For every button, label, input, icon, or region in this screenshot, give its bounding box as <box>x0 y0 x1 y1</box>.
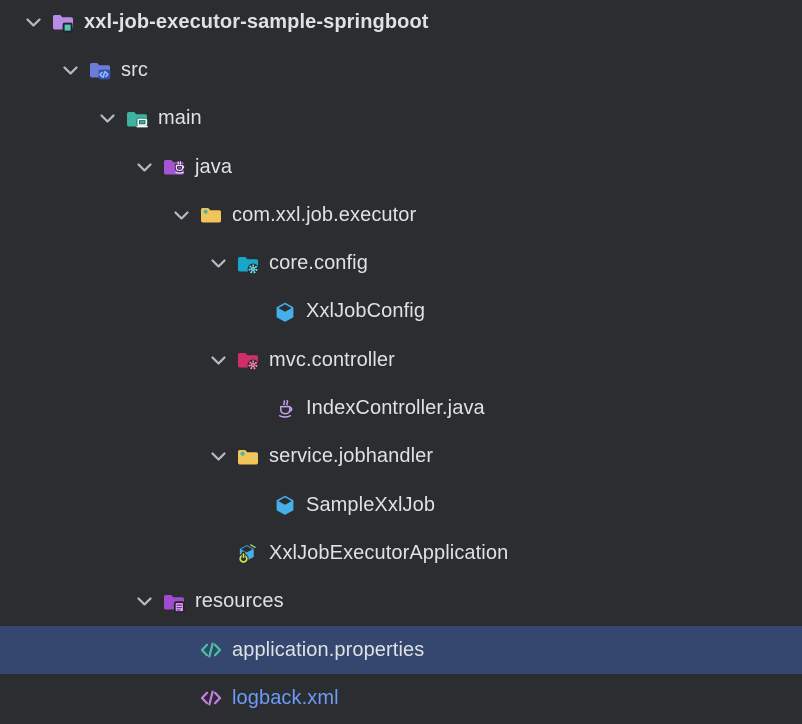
tree-item-mvc-controller[interactable]: mvc.controller <box>0 336 802 384</box>
class-icon <box>273 300 297 324</box>
tree-item-label: com.xxl.job.executor <box>232 203 417 226</box>
tree-item-main[interactable]: main <box>0 95 802 143</box>
java-file-icon <box>273 397 297 421</box>
config-package-folder-icon <box>236 252 260 276</box>
tree-item-label: service.jobhandler <box>269 445 434 468</box>
tree-item-label: mvc.controller <box>269 348 395 371</box>
tree-item-label: java <box>195 155 233 178</box>
tree-item-label: resources <box>195 590 284 613</box>
resources-folder-icon <box>162 590 186 614</box>
tree-item-core-config[interactable]: core.config <box>0 239 802 287</box>
tree-item-label: IndexController.java <box>306 397 485 420</box>
runnable-application-class-icon <box>236 541 260 565</box>
tree-item-label: src <box>121 58 148 81</box>
main-folder-icon <box>125 107 149 131</box>
chevron-down-icon[interactable] <box>132 590 156 614</box>
controller-package-folder-icon <box>236 348 260 372</box>
tree-item-com-xxl-job-executor[interactable]: com.xxl.job.executor <box>0 191 802 239</box>
tree-item-samplexxljob[interactable]: SampleXxlJob <box>0 481 802 529</box>
tree-item-label: XxlJobConfig <box>306 300 426 323</box>
chevron-down-icon[interactable] <box>21 10 45 34</box>
tree-item-label: xxl-job-executor-sample-springboot <box>84 10 429 33</box>
tree-item-src[interactable]: src <box>0 46 802 94</box>
chevron-spacer <box>169 686 193 710</box>
tree-item-application-properties[interactable]: application.properties <box>0 625 802 675</box>
chevron-down-icon[interactable] <box>206 252 230 276</box>
chevron-spacer <box>169 638 193 662</box>
chevron-down-icon[interactable] <box>169 203 193 227</box>
xml-file-icon <box>199 686 223 710</box>
tree-item-label: application.properties <box>232 638 425 661</box>
chevron-down-icon[interactable] <box>206 445 230 469</box>
tree-item-label: XxlJobExecutorApplication <box>269 541 509 564</box>
tree-item-label: logback.xml <box>232 686 339 709</box>
tree-item-resources[interactable]: resources <box>0 578 802 626</box>
tree-item-service-jobhandler[interactable]: service.jobhandler <box>0 433 802 481</box>
properties-file-icon <box>199 638 223 662</box>
chevron-down-icon[interactable] <box>58 58 82 82</box>
tree-item-java[interactable]: java <box>0 143 802 191</box>
tree-item-label: SampleXxlJob <box>306 493 436 516</box>
chevron-down-icon[interactable] <box>95 107 119 131</box>
tree-item-xxljobexecutorapplication[interactable]: XxlJobExecutorApplication <box>0 529 802 577</box>
chevron-spacer <box>206 541 230 565</box>
chevron-down-icon[interactable] <box>132 155 156 179</box>
tree-item-indexcontroller-java[interactable]: IndexController.java <box>0 384 802 432</box>
class-icon <box>273 493 297 517</box>
chevron-spacer <box>243 493 267 517</box>
module-folder-icon <box>51 10 75 34</box>
chevron-spacer <box>243 300 267 324</box>
package-folder-icon <box>199 203 223 227</box>
chevron-spacer <box>243 397 267 421</box>
sources-root-folder-icon <box>88 58 112 82</box>
tree-item-label: core.config <box>269 252 368 275</box>
java-sources-folder-icon <box>162 155 186 179</box>
tree-item-xxljobconfig[interactable]: XxlJobConfig <box>0 288 802 336</box>
tree-item-label: main <box>158 107 202 130</box>
chevron-down-icon[interactable] <box>206 348 230 372</box>
tree-item-xxl-job-executor-sample-springboot[interactable]: xxl-job-executor-sample-springboot <box>0 0 802 46</box>
tree-item-logback-xml[interactable]: logback.xml <box>0 674 802 722</box>
package-folder-icon <box>236 445 260 469</box>
